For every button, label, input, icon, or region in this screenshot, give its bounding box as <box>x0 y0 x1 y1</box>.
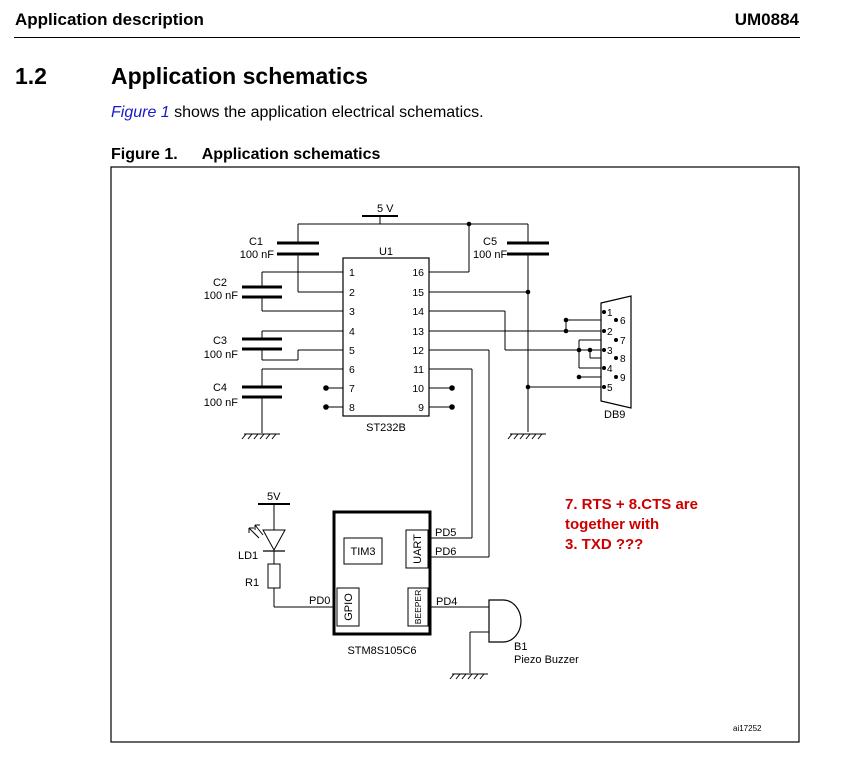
mcu-tim3-block <box>343 537 383 565</box>
led-symbol <box>262 529 286 552</box>
c5-value: 100 nF <box>473 249 508 261</box>
c1-value: 100 nF <box>240 249 275 261</box>
db9-pin-8: 8 <box>620 354 626 365</box>
db9-pin-3: 3 <box>607 346 613 357</box>
u1-pin-left-1: 1 <box>349 267 355 279</box>
u1-pin-left-3: 3 <box>349 306 355 318</box>
u1-pin-left-4: 4 <box>349 326 355 338</box>
mcu-uart-block <box>405 529 429 569</box>
wires <box>258 215 604 673</box>
led-rays <box>248 524 264 539</box>
u1-ref: U1 <box>379 246 393 258</box>
buzzer-ref: B1 <box>514 641 527 653</box>
c3-name: C3 <box>213 335 227 347</box>
ground-symbols <box>241 433 546 680</box>
section-title: Application schematics <box>111 63 368 89</box>
c1-name: C1 <box>249 236 263 248</box>
annotation-line-2: together with <box>565 516 659 533</box>
db9-pin-dots <box>602 310 618 389</box>
annotation-line-1: 7. RTS + 8.CTS are <box>565 496 698 513</box>
db9-pin-2: 2 <box>607 327 613 338</box>
figure-frame <box>110 166 800 743</box>
db9-pin-7: 7 <box>620 336 626 347</box>
figure-code: ai17252 <box>733 724 762 733</box>
intro-text: shows the application electrical schemat… <box>169 104 484 121</box>
db9-pin-4: 4 <box>607 364 613 375</box>
u1-pin-left-5: 5 <box>349 345 355 357</box>
c2-value: 100 nF <box>204 290 239 302</box>
capacitor-plates <box>242 241 549 399</box>
mcu-gpio-label: GPIO <box>343 593 355 621</box>
db9-pin-1: 1 <box>607 308 613 319</box>
mcu-beeper-block <box>407 587 429 627</box>
u1-pin-right-10: 10 <box>412 383 424 395</box>
c5-name: C5 <box>483 236 497 248</box>
u1-pin-right-13: 13 <box>412 326 424 338</box>
annotation-line-3: 3. TXD ??? <box>565 536 643 553</box>
mcu-uart-label: UART <box>412 534 424 564</box>
db9-name: DB9 <box>604 409 625 421</box>
header-rule <box>14 37 800 38</box>
led-name: LD1 <box>238 550 258 562</box>
mcu-gpio-block <box>336 587 360 627</box>
mcu-pin-labels: PD5 PD6 PD0 PD4 <box>309 527 457 608</box>
buzzer-name: Piezo Buzzer <box>514 654 579 666</box>
mcu-pin-pd6: PD6 <box>435 546 456 558</box>
u1-pin-right-16: 16 <box>412 267 424 279</box>
mcu-pin-pd4: PD4 <box>436 596 457 608</box>
c3-value: 100 nF <box>204 349 239 361</box>
supply-label: 5 V <box>377 203 394 215</box>
mcu-pin-pd5: PD5 <box>435 527 456 539</box>
u1-pin-left-6: 6 <box>349 364 355 376</box>
u1-pin-right-15: 15 <box>412 287 424 299</box>
component-labels: 5 V C1 100 nF C2 100 nF C3 100 nF C4 100… <box>204 203 508 409</box>
header-section-name: Application description <box>15 10 204 29</box>
led-supply-label: 5V <box>267 491 281 503</box>
db9-pin-6: 6 <box>620 316 626 327</box>
c4-value: 100 nF <box>204 397 239 409</box>
u1-pin-left-8: 8 <box>349 402 355 414</box>
db9-pin-labels: 1 2 3 4 5 6 7 8 9 <box>607 308 626 394</box>
db9-pin-9: 9 <box>620 373 626 384</box>
mcu-part: STM8S105C6 <box>347 645 416 657</box>
figure-caption: Figure 1. Application schematics <box>111 146 380 164</box>
u1-pin-left-2: 2 <box>349 287 355 299</box>
figure-link[interactable]: Figure 1 <box>111 104 170 121</box>
resistor-name: R1 <box>245 577 259 589</box>
mcu-pin-pd0: PD0 <box>309 595 330 607</box>
intro-paragraph: Figure 1 shows the application electrica… <box>111 104 484 122</box>
figure-title: Application schematics <box>201 146 381 163</box>
c4-name: C4 <box>213 382 227 394</box>
figure-label: Figure 1. <box>111 146 178 163</box>
section-number: 1.2 <box>15 63 47 89</box>
u1-part: ST232B <box>366 422 406 434</box>
mcu-beeper-label: BEEPER <box>413 590 423 625</box>
u1-chip <box>342 257 430 417</box>
junction-dots <box>323 221 593 410</box>
db9-pin-5: 5 <box>607 383 613 394</box>
u1-pin-left-7: 7 <box>349 383 355 395</box>
u1-pin-labels: 1 2 3 4 5 6 7 8 16 15 14 13 12 11 10 9 <box>349 267 424 414</box>
header-doc-id: UM0884 <box>734 10 799 29</box>
buzzer-symbol <box>488 599 522 643</box>
c2-name: C2 <box>213 277 227 289</box>
u1-pin-right-11: 11 <box>413 364 424 376</box>
resistor-symbol <box>267 563 281 589</box>
mcu-tim3-label: TIM3 <box>350 546 375 558</box>
db9-connector <box>600 295 632 409</box>
u1-pin-right-9: 9 <box>418 402 424 414</box>
u1-pin-right-12: 12 <box>412 345 424 357</box>
u1-pin-right-14: 14 <box>412 306 424 318</box>
annotation-note: 7. RTS + 8.CTS are together with 3. TXD … <box>565 496 698 553</box>
